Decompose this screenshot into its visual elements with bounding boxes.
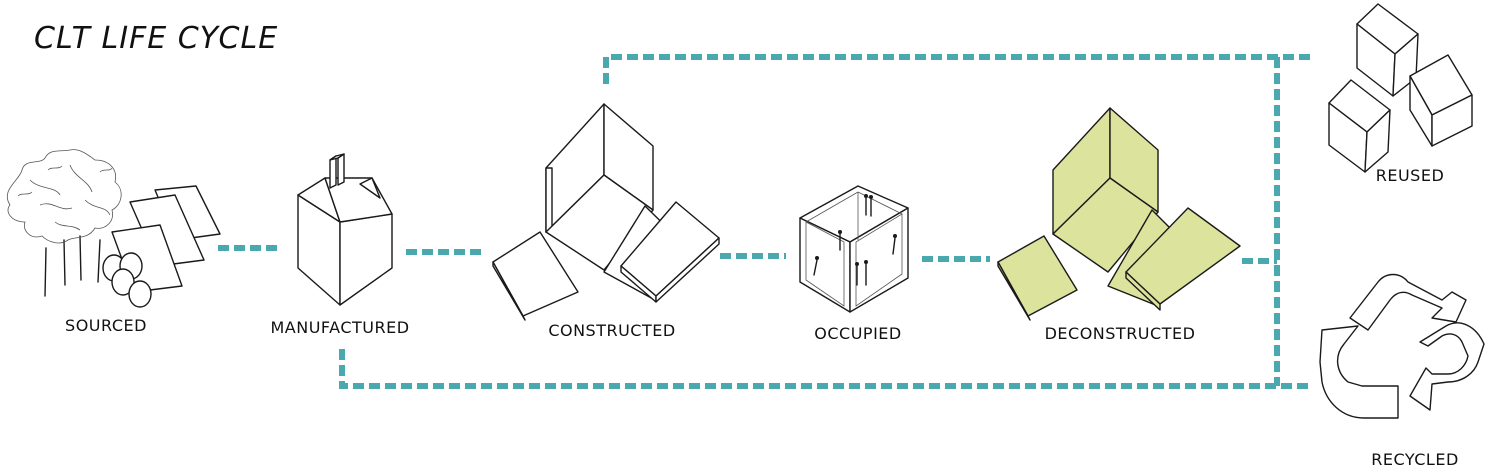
occupied-room-icon xyxy=(799,185,909,313)
stage-occupied: OCCUPIED xyxy=(799,185,909,343)
connector-reuse-loop xyxy=(603,54,1310,84)
stage-label-manufactured: MANUFACTURED xyxy=(270,318,409,337)
outcome-label-reused: REUSED xyxy=(1376,166,1445,185)
stage-deconstructed: DECONSTRUCTED xyxy=(997,107,1241,343)
connectors xyxy=(218,54,1310,389)
stage-label-sourced: SOURCED xyxy=(65,316,147,335)
recycle-icon xyxy=(1319,273,1485,419)
stage-label-constructed: CONSTRUCTED xyxy=(548,321,675,340)
logs-icon xyxy=(102,185,221,308)
stage-constructed: CONSTRUCTED xyxy=(492,103,720,340)
tree-icon xyxy=(6,149,122,297)
outcome-reused: REUSED xyxy=(1328,3,1473,185)
people-icon xyxy=(813,194,897,286)
outcome-recycled: RECYCLED xyxy=(1319,273,1485,469)
deconstructed-panels-icon xyxy=(997,107,1241,321)
stage-label-deconstructed: DECONSTRUCTED xyxy=(1045,324,1196,343)
construction-panels-icon xyxy=(492,103,720,321)
stage-sourced: SOURCED xyxy=(6,149,221,335)
stage-label-occupied: OCCUPIED xyxy=(814,324,901,343)
stage-manufactured: MANUFACTURED xyxy=(270,153,409,337)
factory-icon xyxy=(297,153,393,306)
reused-boxes-icon xyxy=(1328,3,1473,173)
connector-recycle-loop xyxy=(339,349,1310,389)
diagram-title: CLT LIFE CYCLE xyxy=(34,21,278,56)
outcome-label-recycled: RECYCLED xyxy=(1371,450,1459,469)
